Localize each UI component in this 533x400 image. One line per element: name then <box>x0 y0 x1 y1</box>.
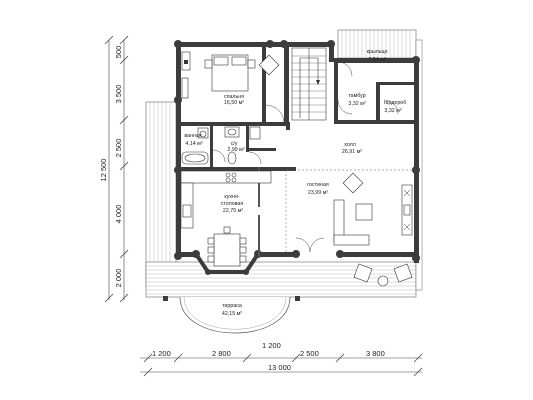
terrace-furniture <box>353 263 413 287</box>
living-furniture <box>333 172 413 246</box>
room-su-area: 2,99 м² <box>227 147 244 153</box>
staircase <box>291 47 327 121</box>
room-vannaya-name: ванная <box>184 133 201 139</box>
room-kuhnya-name2: столовая <box>221 201 244 207</box>
dim-left-4000: 4 000 <box>114 205 123 224</box>
room-holl-name: холл <box>344 142 356 148</box>
room-su-name: с/у <box>231 141 238 147</box>
bottom-dimension-chain: 1 200 2 800 1 200 2 500 3 800 13 000 <box>140 341 423 377</box>
room-terrasa-area: 42,15 м² <box>222 311 242 317</box>
room-gostinaya-area: 23,99 м² <box>308 190 328 196</box>
dim-bottom-total: 13 000 <box>268 363 291 372</box>
room-spalnya-area: 16,50 м² <box>224 100 244 106</box>
room-kryltso-name: крыльцо <box>367 49 388 55</box>
bedroom-furniture <box>181 51 280 99</box>
dim-left-total: 12 500 <box>99 159 108 182</box>
room-garderob-name: гардероб <box>384 100 407 106</box>
dim-bottom-2800: 2 800 <box>212 349 231 358</box>
dim-left-2000: 2 000 <box>114 269 123 288</box>
dim-bottom-1200a: 1 200 <box>152 349 171 358</box>
doors <box>212 61 399 253</box>
room-kryltso-area: 7,54 м² <box>368 57 385 63</box>
room-tambur-area: 3,32 м² <box>348 101 365 107</box>
dim-left-500: 500 <box>114 46 123 59</box>
room-gostinaya-name: гостиная <box>307 182 329 188</box>
room-labels: крыльцо 7,54 м² спальня 16,50 м² тамбур … <box>184 49 406 317</box>
dim-bottom-1200b: 1 200 <box>262 341 281 350</box>
dim-left-3500: 3 500 <box>114 85 123 104</box>
room-kuhnya-area: 22,75 м² <box>223 208 243 214</box>
room-terrasa-name: терраса <box>222 303 242 309</box>
room-tambur-name: тамбур <box>348 93 365 99</box>
dim-bottom-2500: 2 500 <box>300 349 319 358</box>
bathroom-fixtures <box>181 126 261 165</box>
room-spalnya-name: спальня <box>224 94 244 100</box>
room-garderob-area: 3,32 м² <box>384 108 401 114</box>
dim-left-2500: 2 500 <box>114 139 123 158</box>
room-vannaya-area: 4,14 м² <box>185 141 202 147</box>
room-holl-area: 26,91 м² <box>342 149 362 155</box>
zone-boundaries <box>285 169 414 254</box>
left-dimension-chain: 500 3 500 2 500 4 000 2 000 12 500 <box>99 35 129 303</box>
interior-walls <box>176 42 419 257</box>
room-kuhnya-name1: кухня- <box>224 194 239 200</box>
kitchen-dining-furniture <box>180 170 272 267</box>
dim-bottom-3800: 3 800 <box>366 349 385 358</box>
